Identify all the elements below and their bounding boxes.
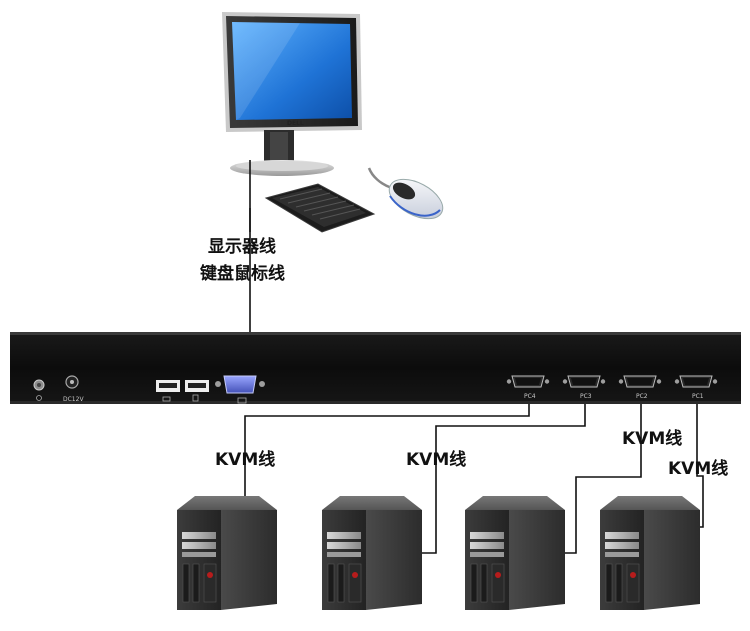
monitor-cable-label: 显示器线 [208,237,276,257]
computer-tower-icon [599,495,701,611]
port-label-pc2: PC2 [636,393,648,400]
computer-tower-icon [176,495,278,611]
computer-tower-icon [464,495,566,611]
kvm-cable-label-4: KVM线 [668,459,729,479]
port-label-pc4: PC4 [524,393,536,400]
kvm-cable-label-1: KVM线 [215,450,276,470]
usb-port-icon [156,380,209,402]
kvm-cable-label-3: KVM线 [622,429,683,449]
kvm-switch-icon [10,332,741,404]
monitor-brand: DELL [287,120,304,127]
vga-port-icon [215,375,265,404]
kvm-cables [244,404,704,554]
keyboard-icon [264,183,376,233]
keyboard-mouse-cable-label: 键盘鼠标线 [200,264,285,284]
kvm-cable-label-2: KVM线 [406,450,467,470]
mouse-icon [367,167,444,220]
monitor-icon [222,12,362,176]
port-label-pc1: PC1 [692,393,704,400]
power-port-label: DC12V [63,396,84,403]
port-label-pc3: PC3 [580,393,592,400]
computer-tower-icon [321,495,423,611]
